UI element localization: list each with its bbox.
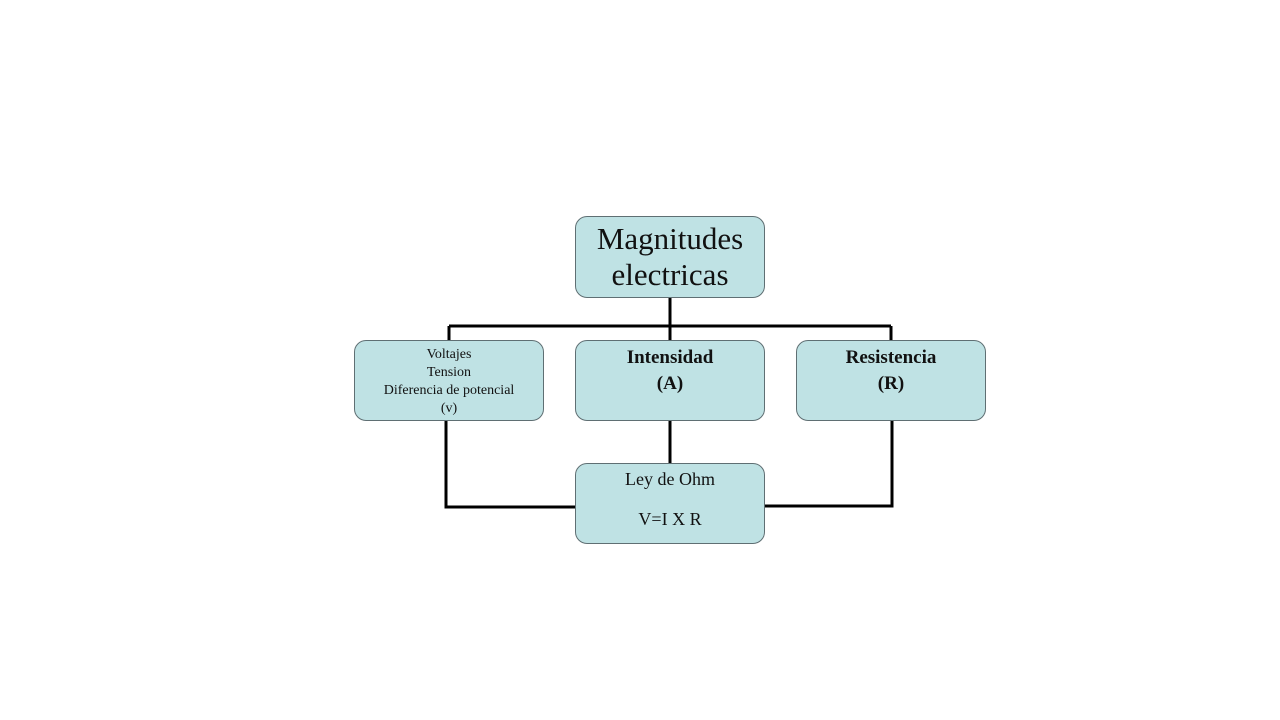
node-voltage-line-2: Tension — [426, 365, 472, 380]
node-voltajes: Voltajes Tension Diferencia de potencial… — [354, 340, 544, 421]
node-resistance-line-1: Resistencia — [845, 347, 937, 368]
node-voltage-line-3: Diferencia de potencial — [383, 383, 515, 398]
node-ohm-title: Ley de Ohm — [625, 469, 715, 489]
node-root-line-2: electricas — [611, 257, 729, 292]
node-intensity-line-2: (A) — [656, 373, 684, 394]
node-resistencia: Resistencia (R) — [796, 340, 986, 421]
connector-resistance-to-ohm — [765, 421, 894, 508]
node-intensidad: Intensidad (A) — [575, 340, 765, 421]
node-voltage-line-1: Voltajes — [426, 347, 472, 362]
node-ley-de-ohm: Ley de Ohm V=I X R — [575, 463, 765, 544]
node-voltage-line-4: (v) — [440, 401, 458, 416]
node-root-line-1: Magnitudes — [596, 221, 744, 256]
connector-voltage-to-ohm — [444, 421, 575, 509]
node-intensity-line-1: Intensidad — [626, 347, 714, 368]
node-magnitudes-electricas: Magnitudes electricas — [575, 216, 765, 298]
node-ohm-formula: V=I X R — [638, 509, 702, 529]
node-resistance-line-2: (R) — [877, 373, 905, 394]
